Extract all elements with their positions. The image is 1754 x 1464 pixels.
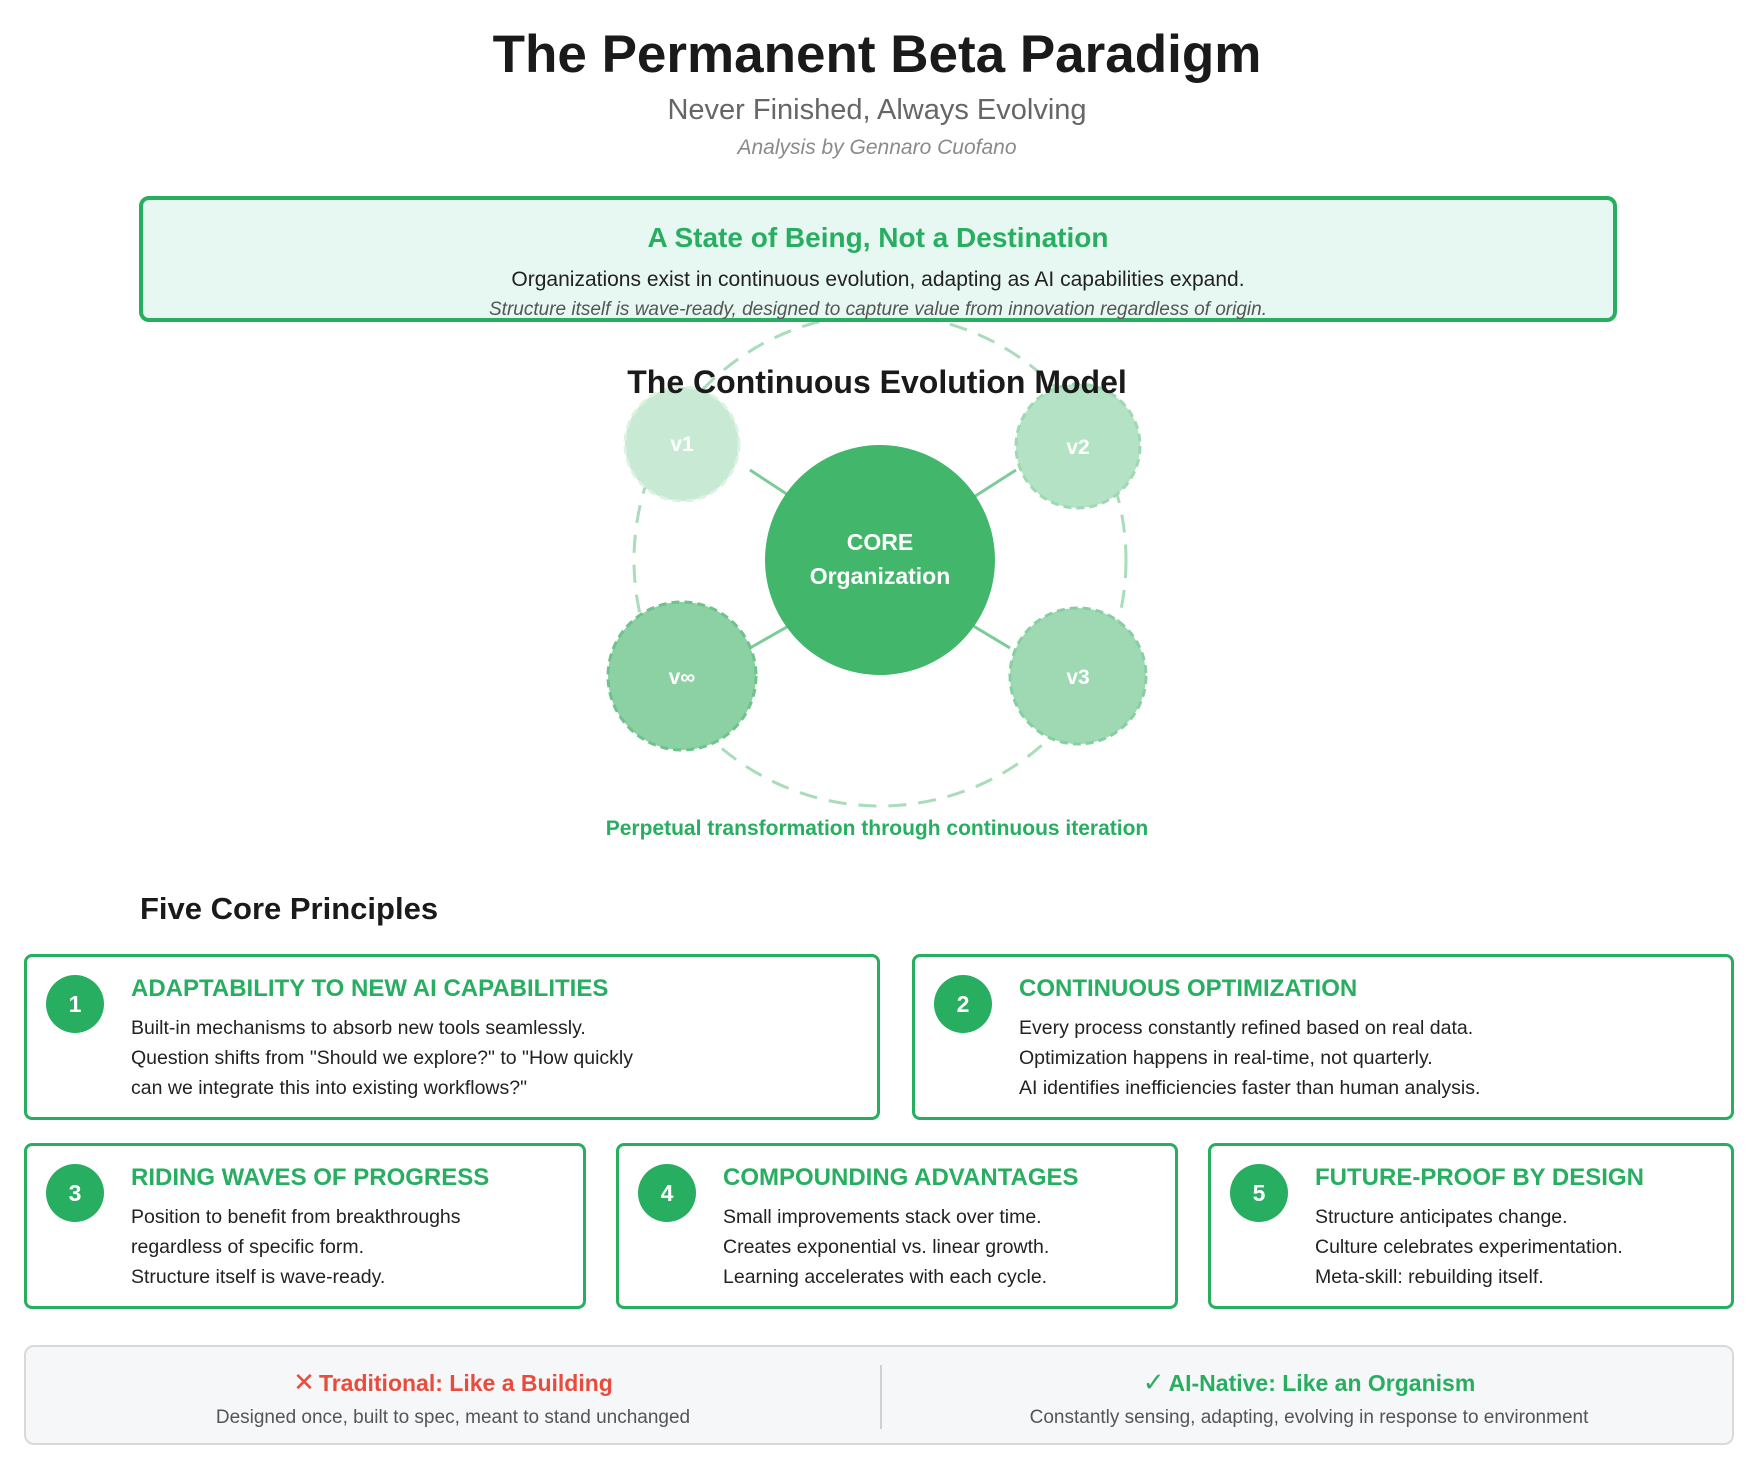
principle-line: Learning accelerates with each cycle.	[723, 1266, 1048, 1288]
principle-line: can we integrate this into existing work…	[131, 1077, 528, 1099]
principle-card-4: 4 COMPOUNDING ADVANTAGES Small improveme…	[616, 1143, 1178, 1309]
ai-native-title: ✓AI-Native: Like an Organism	[882, 1367, 1736, 1398]
principle-line: Optimization happens in real-time, not q…	[1019, 1047, 1433, 1069]
principle-line: Every process constantly refined based o…	[1019, 1017, 1474, 1039]
number-badge: 2	[934, 975, 992, 1033]
hero-note: Structure itself is wave-ready, designed…	[489, 299, 1267, 320]
byline: Analysis by Gennaro Cuofano	[737, 136, 1017, 159]
principle-card-2: 2 CONTINUOUS OPTIMIZATION Every process …	[912, 954, 1734, 1120]
number-badge: 4	[638, 1164, 696, 1222]
comparison-divider	[880, 1365, 882, 1429]
comparison-panel: ✕Traditional: Like a Building Designed o…	[24, 1345, 1734, 1445]
model-caption: Perpetual transformation through continu…	[605, 817, 1149, 840]
hero-title: A State of Being, Not a Destination	[647, 222, 1109, 253]
node-vinf-label: v∞	[669, 666, 696, 689]
principle-line: Structure itself is wave-ready.	[131, 1266, 386, 1288]
principle-body: Built-in mechanisms to absorb new tools …	[131, 1013, 633, 1103]
principle-line: Culture celebrates experimentation.	[1315, 1236, 1623, 1258]
principle-line: Structure anticipates change.	[1315, 1206, 1568, 1228]
node-v3: v3	[1008, 606, 1148, 746]
principle-line: Small improvements stack over time.	[723, 1206, 1042, 1228]
principle-body: Position to benefit from breakthroughs r…	[131, 1202, 461, 1292]
principle-line: Built-in mechanisms to absorb new tools …	[131, 1017, 586, 1039]
page-subtitle: Never Finished, Always Evolving	[667, 94, 1087, 126]
traditional-title-text: Traditional: Like a Building	[318, 1370, 613, 1396]
orbit-ring	[632, 312, 1128, 808]
principle-line: AI identifies inefficiencies faster than…	[1019, 1077, 1481, 1099]
hero-description: Organizations exist in continuous evolut…	[511, 268, 1245, 291]
principle-card-3: 3 RIDING WAVES OF PROGRESS Position to b…	[24, 1143, 586, 1309]
number-badge: 5	[1230, 1164, 1288, 1222]
node-v1-label: v1	[670, 433, 694, 456]
check-icon: ✓	[1142, 1367, 1165, 1397]
core-label-line1: CORE	[847, 529, 913, 555]
core-label-line2: Organization	[810, 563, 951, 589]
number-badge: 3	[46, 1164, 104, 1222]
ai-native-title-text: AI-Native: Like an Organism	[1168, 1370, 1476, 1396]
principle-card-1: 1 ADAPTABILITY TO NEW AI CAPABILITIES Bu…	[24, 954, 880, 1120]
node-v1: v1	[623, 385, 741, 503]
core-circle	[765, 445, 995, 675]
principle-body: Structure anticipates change. Culture ce…	[1315, 1202, 1623, 1292]
cross-icon: ✕	[293, 1367, 315, 1397]
node-v3-label: v3	[1066, 666, 1089, 689]
principle-title: CONTINUOUS OPTIMIZATION	[1019, 975, 1358, 1002]
hero-callout: A State of Being, Not a Destination Orga…	[139, 196, 1617, 322]
principle-title: ADAPTABILITY TO NEW AI CAPABILITIES	[131, 975, 609, 1002]
model-title: The Continuous Evolution Model	[627, 364, 1127, 400]
principle-line: Question shifts from "Should we explore?…	[131, 1047, 633, 1069]
traditional-description: Designed once, built to spec, meant to s…	[215, 1407, 691, 1428]
principle-body: Every process constantly refined based o…	[1019, 1013, 1480, 1103]
principle-line: Meta-skill: rebuilding itself.	[1315, 1266, 1544, 1288]
ai-native-description: Constantly sensing, adapting, evolving i…	[1029, 1407, 1589, 1428]
principle-line: regardless of specific form.	[131, 1236, 365, 1258]
node-v2: v2	[1014, 382, 1142, 510]
principle-line: Position to benefit from breakthroughs	[131, 1206, 461, 1228]
traditional-title: ✕Traditional: Like a Building	[26, 1367, 880, 1398]
principle-title: RIDING WAVES OF PROGRESS	[131, 1164, 490, 1191]
principle-card-5: 5 FUTURE-PROOF BY DESIGN Structure antic…	[1208, 1143, 1734, 1309]
principles-heading: Five Core Principles	[140, 891, 439, 926]
node-vinf: v∞	[606, 600, 758, 752]
principle-body: Small improvements stack over time. Crea…	[723, 1202, 1049, 1292]
node-v2-label: v2	[1066, 436, 1089, 459]
principle-title: FUTURE-PROOF BY DESIGN	[1315, 1164, 1644, 1191]
evolution-diagram: CORE Organization v1 v2 v3 v∞	[606, 312, 1148, 808]
page-title: The Permanent Beta Paradigm	[492, 25, 1262, 84]
principle-line: Creates exponential vs. linear growth.	[723, 1236, 1050, 1258]
principle-title: COMPOUNDING ADVANTAGES	[723, 1164, 1079, 1191]
number-badge: 1	[46, 975, 104, 1033]
